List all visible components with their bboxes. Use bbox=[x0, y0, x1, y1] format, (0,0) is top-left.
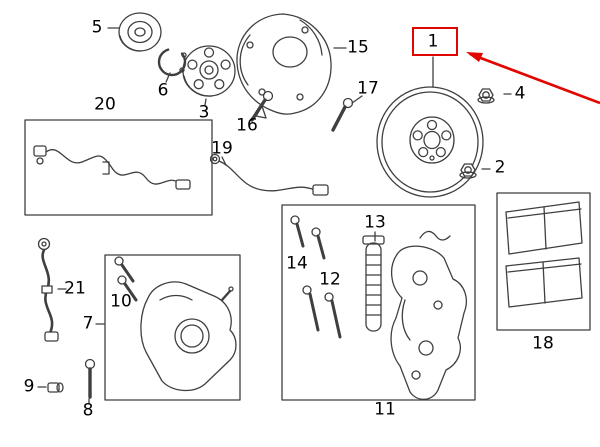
caliper-drawing bbox=[140, 281, 237, 392]
pad-clip-drawing bbox=[419, 230, 451, 241]
bleeder-cap-drawing bbox=[47, 382, 64, 393]
callout-20[interactable]: 20 bbox=[94, 94, 116, 115]
callout-13[interactable]: 13 bbox=[364, 212, 386, 233]
banjo-bolt-drawing bbox=[84, 358, 96, 399]
brake-hose-drawing bbox=[37, 237, 59, 342]
pads-box bbox=[496, 192, 591, 331]
callout-17[interactable]: 17 bbox=[357, 78, 379, 99]
callout-8[interactable]: 8 bbox=[82, 400, 94, 421]
callout-3[interactable]: 3 bbox=[198, 102, 210, 123]
bolt-16-drawing bbox=[250, 90, 274, 122]
nut-4-drawing bbox=[477, 88, 495, 104]
callout-2[interactable]: 2 bbox=[494, 157, 506, 178]
dust-shield-drawing bbox=[236, 13, 332, 119]
callout-6[interactable]: 6 bbox=[157, 80, 169, 101]
leader-lines bbox=[37, 27, 512, 404]
callout-9[interactable]: 9 bbox=[23, 376, 35, 397]
bracket-box bbox=[281, 204, 476, 401]
nut-2-drawing bbox=[459, 163, 477, 179]
callout-15[interactable]: 15 bbox=[347, 37, 369, 58]
callout-14[interactable]: 14 bbox=[286, 253, 308, 274]
brake-pads-drawing bbox=[505, 201, 583, 308]
guide-pin-drawing bbox=[362, 235, 385, 332]
wear-sensor-box bbox=[24, 119, 213, 216]
abs-sensor-drawing bbox=[209, 153, 329, 196]
wear-sensor-drawing bbox=[33, 145, 191, 190]
highlight-arrow bbox=[466, 52, 600, 105]
mount-bolts-drawing bbox=[290, 215, 342, 339]
caliper-box bbox=[104, 254, 241, 401]
callout-18[interactable]: 18 bbox=[532, 333, 554, 354]
highlight-box bbox=[412, 27, 458, 56]
callout-5[interactable]: 5 bbox=[91, 17, 103, 38]
callout-4[interactable]: 4 bbox=[514, 83, 526, 104]
callout-10[interactable]: 10 bbox=[110, 291, 132, 312]
callout-16[interactable]: 16 bbox=[236, 115, 258, 136]
callout-1[interactable]: 1 bbox=[427, 31, 439, 52]
rotor-drawing bbox=[376, 86, 484, 198]
snap-ring-drawing bbox=[157, 47, 187, 77]
bearing-drawing bbox=[118, 12, 162, 52]
callout-21[interactable]: 21 bbox=[64, 278, 86, 299]
callout-7[interactable]: 7 bbox=[82, 313, 94, 334]
hub-drawing bbox=[182, 45, 236, 97]
callout-11[interactable]: 11 bbox=[374, 399, 396, 420]
bracket-drawing bbox=[390, 245, 468, 400]
callout-12[interactable]: 12 bbox=[319, 269, 341, 290]
callout-19[interactable]: 19 bbox=[211, 138, 233, 159]
guide-bolts-drawing bbox=[114, 256, 138, 302]
bolt-17-drawing bbox=[331, 97, 354, 132]
